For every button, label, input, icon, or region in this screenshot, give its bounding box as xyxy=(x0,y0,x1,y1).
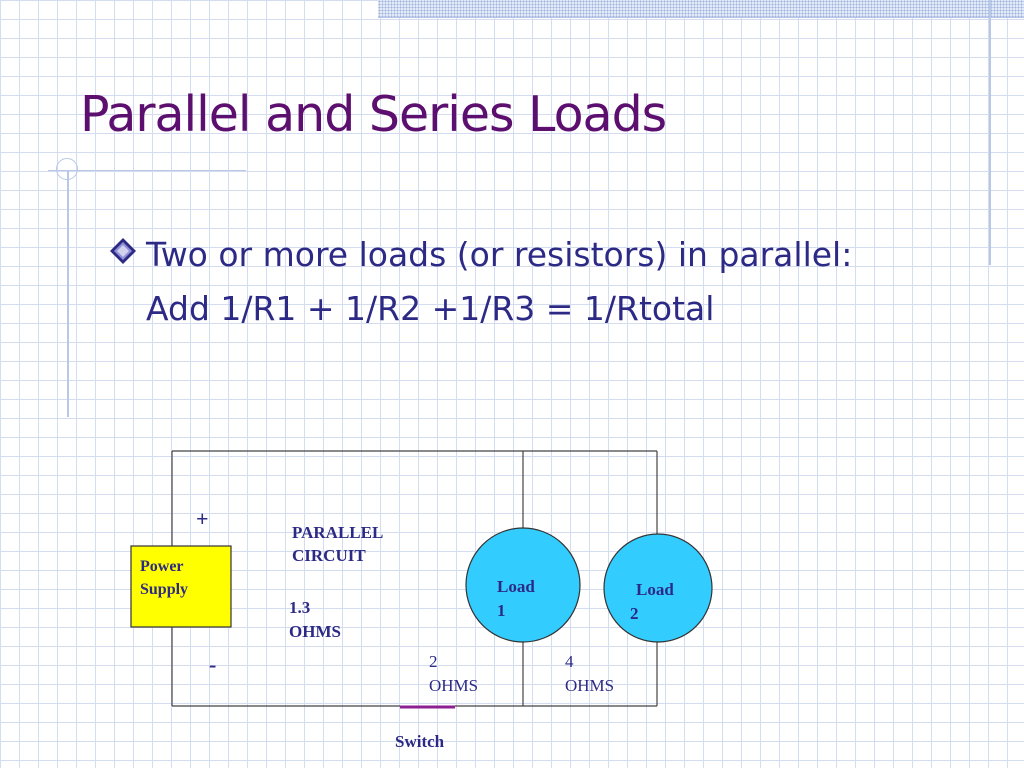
decorative-dotted-band xyxy=(378,0,1024,17)
total-resistance-label: 1.3 OHMS xyxy=(289,598,341,641)
bullet-text: Two or more loads (or resistors) in para… xyxy=(146,235,853,328)
slide-title: Parallel and Series Loads xyxy=(80,86,667,143)
switch-label: Switch xyxy=(395,732,445,751)
load2-circle xyxy=(603,533,713,643)
power-supply-label: Power Supply xyxy=(140,558,189,598)
decorative-right-bar xyxy=(989,0,991,265)
diamond-bullet-icon xyxy=(110,238,136,264)
load1-circle xyxy=(465,527,581,643)
positive-terminal-label: + xyxy=(196,506,209,531)
negative-terminal-label: - xyxy=(209,652,217,677)
decorative-band-edge xyxy=(378,17,1024,18)
decorative-ring xyxy=(56,158,78,180)
decorative-left-bar xyxy=(67,170,69,417)
title-rule xyxy=(48,170,246,171)
load2-resistance-label: 4 OHMS xyxy=(565,652,615,695)
load2-label: Load 2 xyxy=(630,580,674,623)
power-supply-box xyxy=(130,545,232,628)
load1-label: Load 1 xyxy=(497,577,535,620)
circuit-title-label: PARALLEL CIRCUIT xyxy=(292,523,384,565)
load1-resistance-label: 2 OHMS xyxy=(429,652,479,695)
